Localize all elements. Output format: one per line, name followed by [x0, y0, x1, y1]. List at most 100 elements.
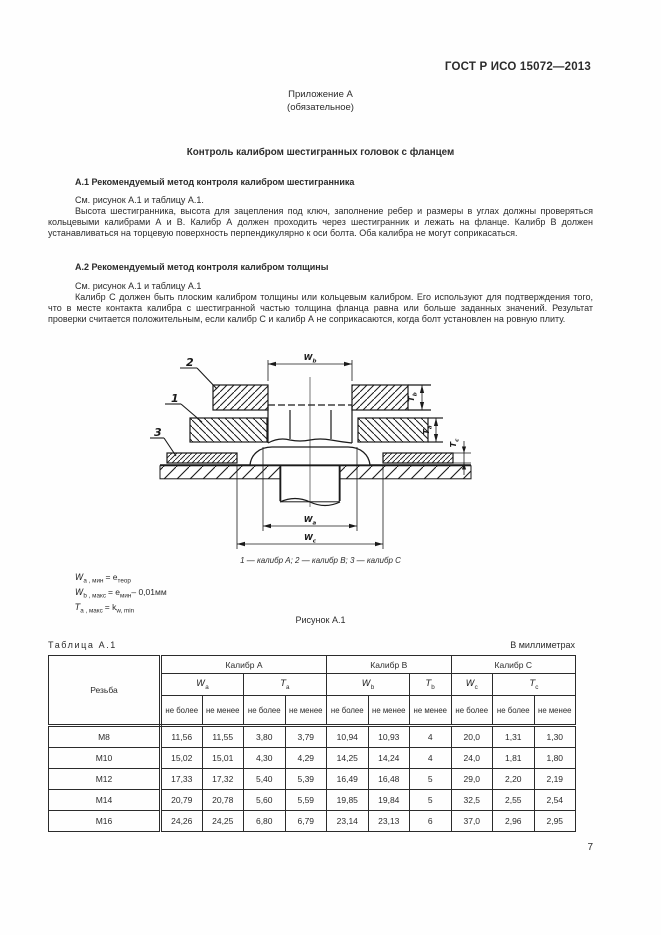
- table-row: М10 15,02 15,01 4,30 4,29 14,25 14,24 4 …: [48, 747, 577, 769]
- dim-wb-label: Wb: [304, 353, 317, 365]
- qualifier-header: не менее: [409, 695, 452, 727]
- value-cell: 1,31: [492, 725, 535, 748]
- thread-cell: М8: [48, 725, 162, 748]
- thread-cell: М16: [48, 810, 162, 832]
- value-cell: 17,32: [201, 768, 244, 790]
- figure-caption: Рисунок А.1: [295, 615, 346, 625]
- col-header-ta: Ta: [242, 673, 328, 696]
- table-row: М8 11,56 11,55 3,80 3,79 10,94 10,93 4 2…: [48, 725, 577, 748]
- base-plate: [159, 464, 472, 503]
- section-a1-heading: А.1 Рекомендуемый метод контроля калибро…: [75, 177, 355, 187]
- caliber-c-strip: [166, 452, 471, 464]
- value-cell: 5,59: [284, 789, 328, 811]
- value-cell: 2,95: [533, 810, 577, 832]
- table-row: М16 24,26 24,25 6,80 6,79 23,14 23,13 6 …: [48, 810, 577, 832]
- value-cell: 5,40: [243, 768, 286, 790]
- table-row: М14 20,79 20,78 5,60 5,59 19,85 19,84 5 …: [48, 789, 577, 811]
- caliber-b-blocks: [212, 384, 431, 411]
- value-cell: 2,19: [533, 768, 577, 790]
- value-cell: 5: [409, 768, 452, 790]
- value-cell: 11,56: [160, 725, 203, 748]
- value-cell: 23,13: [367, 810, 411, 832]
- value-cell: 17,33: [160, 768, 203, 790]
- table-title: Таблица А.1: [48, 640, 117, 650]
- qualifier-header: не более: [326, 695, 369, 727]
- annex-subtitle: (обязательное): [287, 102, 354, 113]
- value-cell: 19,85: [326, 789, 369, 811]
- value-cell: 5,60: [243, 789, 286, 811]
- value-cell: 20,78: [201, 789, 244, 811]
- figure-legend: 1 — калибр А; 2 — калибр В; 3 — калибр С: [240, 556, 401, 565]
- section-a2-heading: А.2 Рекомендуемый метод контроля калибро…: [75, 262, 329, 272]
- formula-ta-max: Ta , макс= kw, min: [75, 602, 135, 616]
- dim-wa-label: Wa: [304, 515, 317, 527]
- value-cell: 24,26: [160, 810, 203, 832]
- qualifier-header: не менее: [367, 695, 411, 727]
- thread-cell: М12: [48, 768, 162, 790]
- value-cell: 16,48: [367, 768, 411, 790]
- page-title: Контроль калибром шестигранных головок с…: [186, 147, 455, 158]
- col-header-wa: Wa: [160, 673, 244, 696]
- thread-cell: М14: [48, 789, 162, 811]
- col-header-thread: Резьба: [48, 655, 162, 727]
- value-cell: 10,93: [367, 725, 411, 748]
- group-header-caliber-a: Калибр А: [159, 655, 328, 674]
- qualifier-header: не менее: [533, 695, 577, 727]
- value-cell: 23,14: [326, 810, 369, 832]
- value-cell: 20,79: [160, 789, 203, 811]
- qualifier-header: не менее: [284, 695, 328, 727]
- value-cell: 1,81: [492, 747, 535, 769]
- value-cell: 1,30: [533, 725, 577, 748]
- bolt-hex-head: [267, 404, 353, 444]
- value-cell: 3,79: [284, 725, 328, 748]
- figure-a1-drawing: Wb Tb Ta Tc Wa Wc 2 1 3: [150, 353, 472, 549]
- value-cell: 3,80: [243, 725, 286, 748]
- qualifier-header: не более: [492, 695, 535, 727]
- qualifier-header: не более: [160, 695, 203, 727]
- value-cell: 4,30: [243, 747, 286, 769]
- thread-cell: М10: [48, 747, 162, 769]
- col-header-tb: Tb: [409, 673, 452, 696]
- value-cell: 14,24: [367, 747, 411, 769]
- callout-leaders: [150, 367, 218, 457]
- table-a1: Резьба Калибр А Калибр В Калибр С Wa Ta …: [48, 655, 577, 832]
- value-cell: 32,5: [450, 789, 494, 811]
- group-header-caliber-b: Калибр В: [326, 655, 452, 674]
- value-cell: 24,0: [450, 747, 494, 769]
- col-header-wc: Wc: [450, 673, 494, 696]
- value-cell: 10,94: [326, 725, 369, 748]
- dim-tb-label: Tb: [407, 392, 419, 401]
- value-cell: 16,49: [326, 768, 369, 790]
- value-cell: 2,55: [492, 789, 535, 811]
- annex-title: Приложение А: [288, 89, 353, 100]
- qualifier-header: не менее: [201, 695, 244, 727]
- col-header-tc: Tc: [492, 673, 577, 696]
- value-cell: 1,80: [533, 747, 577, 769]
- section-a2-see: См. рисунок А.1 и таблицу А.1: [75, 281, 202, 291]
- value-cell: 2,96: [492, 810, 535, 832]
- qualifier-header: не более: [243, 695, 286, 727]
- value-cell: 20,0: [450, 725, 494, 748]
- doc-code: ГОСТ Р ИСО 15072—2013: [444, 61, 591, 73]
- qualifier-header: не более: [450, 695, 494, 727]
- caliber-a-blocks: [189, 417, 443, 443]
- value-cell: 4,29: [284, 747, 328, 769]
- table-headline: Таблица А.1 В миллиметрах: [48, 640, 575, 650]
- value-cell: 19,84: [367, 789, 411, 811]
- formula-wb-max: Wb , макс= eмин– 0,01мм: [75, 587, 167, 600]
- formula-wa-min: Wa , мин= eтеор: [75, 572, 131, 585]
- value-cell: 14,25: [326, 747, 369, 769]
- value-cell: 6: [409, 810, 452, 832]
- value-cell: 15,01: [201, 747, 244, 769]
- table-units: В миллиметрах: [510, 640, 575, 650]
- page-number: 7: [587, 842, 593, 853]
- dim-ta-label: Ta: [422, 425, 434, 434]
- figure-a1: Wb Tb Ta Tc Wa Wc 2 1 3: [150, 350, 480, 555]
- value-cell: 11,55: [201, 725, 244, 748]
- value-cell: 5,39: [284, 768, 328, 790]
- dimension-arrows: [237, 361, 467, 547]
- value-cell: 6,79: [284, 810, 328, 832]
- callout-2: 2: [186, 356, 194, 369]
- value-cell: 2,54: [533, 789, 577, 811]
- table-row: М12 17,33 17,32 5,40 5,39 16,49 16,48 5 …: [48, 768, 577, 790]
